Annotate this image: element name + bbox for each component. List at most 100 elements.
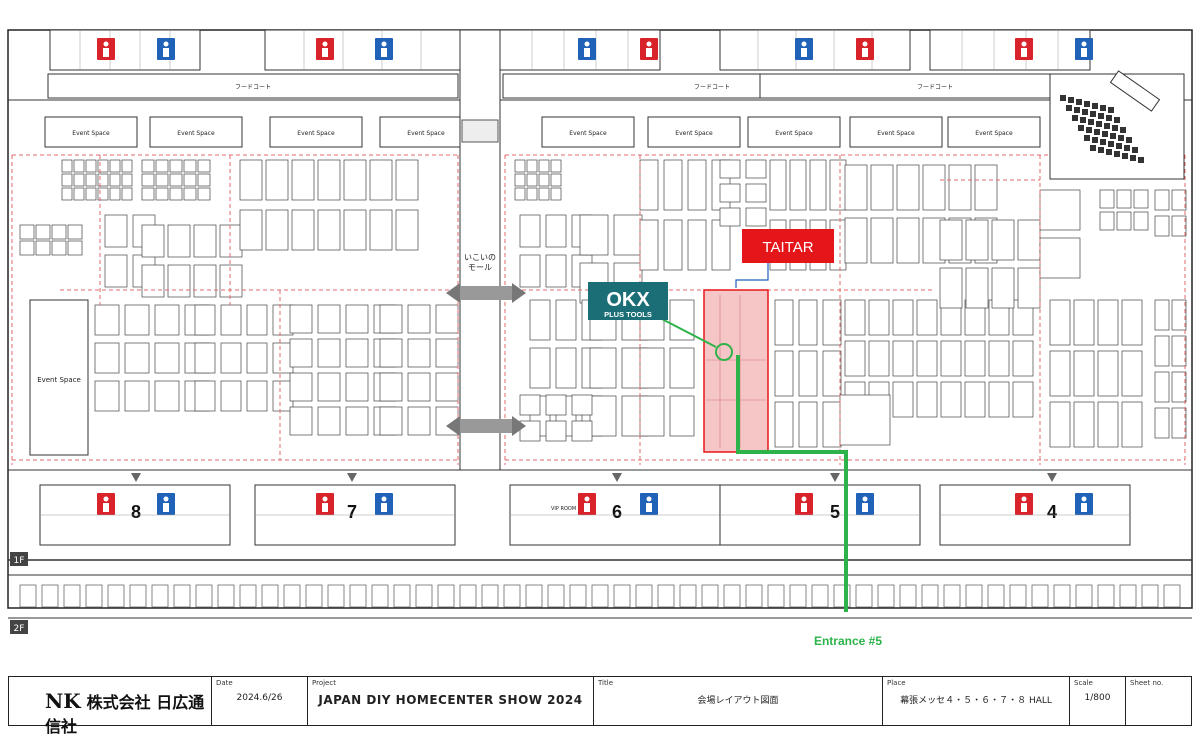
seat	[1102, 131, 1108, 137]
corridor-segment	[129, 584, 147, 608]
event-space-label: Event Space	[177, 130, 215, 137]
booth	[916, 340, 938, 377]
company-logo-mark: NK	[45, 689, 81, 713]
booth	[345, 304, 369, 334]
food-court	[47, 73, 459, 99]
booth	[711, 219, 731, 271]
booth	[555, 299, 577, 341]
restroom-icons	[97, 38, 1093, 515]
booth	[220, 342, 242, 374]
booth	[193, 264, 217, 298]
booth	[154, 304, 180, 336]
event-space	[747, 116, 841, 148]
restroom-icon-body	[862, 503, 868, 512]
corridor-segment	[503, 584, 521, 608]
restroom-icon-head	[322, 496, 328, 502]
vip-room-label: VIP ROOM	[551, 506, 576, 512]
booth	[964, 340, 986, 377]
booth	[1154, 189, 1170, 211]
booth	[345, 372, 369, 402]
booth	[291, 159, 315, 201]
booth	[141, 173, 155, 187]
food-court-label: フードコート	[235, 84, 271, 91]
restroom-icon-body	[646, 48, 652, 57]
event-space	[647, 116, 741, 148]
scale-value: 1/800	[1084, 693, 1111, 703]
booth	[687, 159, 707, 211]
event-space-label: Event Space	[675, 130, 713, 137]
event-space-label: Event Space	[877, 130, 915, 137]
event-space	[269, 116, 363, 148]
booth	[194, 342, 216, 374]
booth	[104, 254, 128, 288]
booth	[1133, 211, 1149, 231]
booth	[719, 159, 741, 179]
corridor-segment	[657, 584, 675, 608]
booth	[141, 224, 165, 258]
booth	[870, 164, 894, 211]
booth	[67, 240, 83, 256]
booth	[317, 406, 341, 436]
booth	[169, 159, 183, 173]
seat	[1078, 125, 1084, 131]
seat	[1130, 155, 1136, 161]
event-space-large-label: Event Space	[37, 376, 81, 384]
corridor-segment	[877, 584, 895, 608]
corridor-segment	[965, 584, 983, 608]
booth	[167, 224, 191, 258]
corridor-segment	[723, 584, 741, 608]
booth	[991, 219, 1015, 261]
booth	[519, 394, 541, 416]
place-caption: Place	[887, 679, 906, 687]
booth	[1017, 219, 1041, 261]
booth	[197, 159, 211, 173]
booth	[289, 372, 313, 402]
seat	[1106, 149, 1112, 155]
restroom-icon-head	[862, 496, 868, 502]
booth	[343, 209, 367, 251]
floor-1-label: 1F	[14, 556, 25, 566]
booth	[1049, 350, 1071, 397]
floor-2-label: 2F	[14, 624, 25, 634]
booth	[121, 159, 133, 173]
booth	[104, 214, 128, 248]
seat	[1098, 113, 1104, 119]
corridor-segment	[1163, 584, 1181, 608]
seat	[1114, 117, 1120, 123]
booth	[197, 187, 211, 201]
corridor-segment	[173, 584, 191, 608]
booth	[121, 173, 133, 187]
okx-logo: OKX PLUS TOOLS	[588, 282, 668, 320]
event-space-label: Event Space	[775, 130, 813, 137]
booth	[844, 217, 868, 264]
taitar-label: TAITAR	[762, 239, 813, 256]
restroom-icon-head	[1081, 496, 1087, 502]
booth	[193, 224, 217, 258]
booth	[1154, 371, 1170, 403]
top-service-rooms	[49, 29, 1091, 71]
project-caption: Project	[312, 679, 336, 687]
booth	[121, 187, 133, 201]
seat	[1088, 119, 1094, 125]
booth	[844, 340, 866, 377]
booth	[169, 187, 183, 201]
seat	[1112, 125, 1118, 131]
booth	[141, 264, 165, 298]
booth	[571, 420, 593, 442]
booth	[639, 347, 665, 389]
booth	[719, 183, 741, 203]
second-floor-corridor	[19, 584, 1181, 608]
event-space-label: Event Space	[569, 130, 607, 137]
booth	[35, 240, 51, 256]
booth	[155, 187, 169, 201]
hall-number: 5	[830, 502, 840, 522]
booth	[379, 406, 403, 436]
booth	[991, 267, 1015, 309]
seat	[1084, 101, 1090, 107]
restroom-icon-head	[322, 41, 328, 47]
seat	[1094, 129, 1100, 135]
booth	[345, 406, 369, 436]
booth	[545, 254, 567, 288]
seat	[1106, 115, 1112, 121]
